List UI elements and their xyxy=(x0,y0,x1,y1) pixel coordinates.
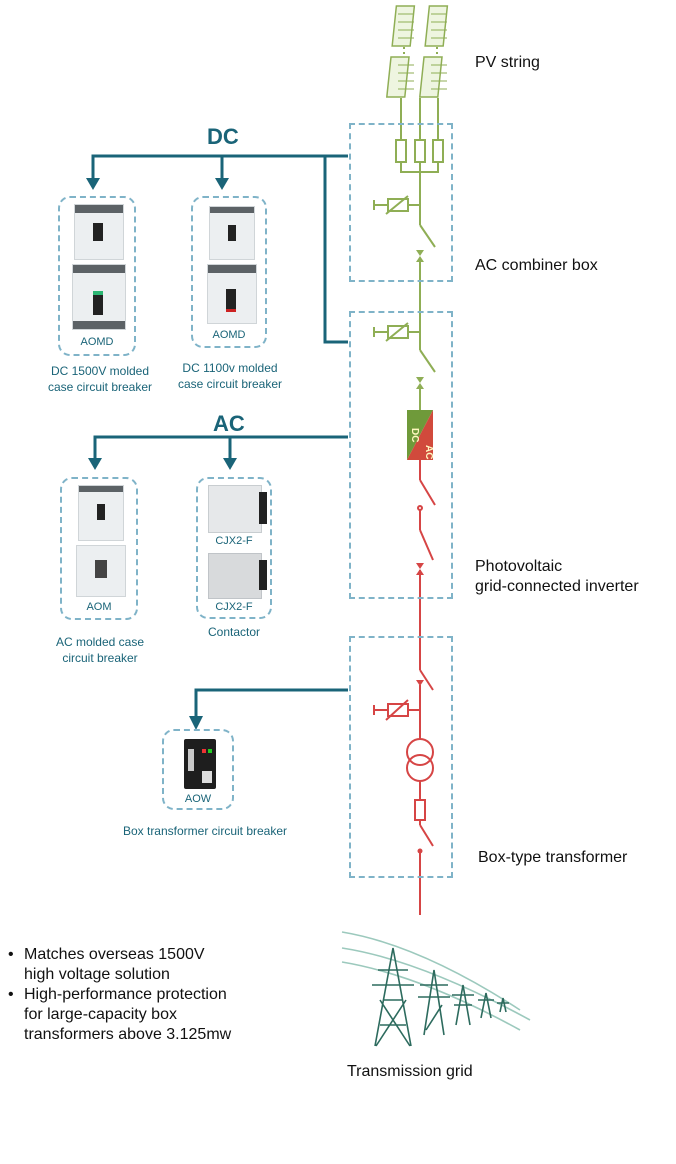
product-model: CJX2-F xyxy=(215,601,253,613)
ac-combiner-box-label: AC combiner box xyxy=(475,257,598,274)
dc-branch-title: DC xyxy=(207,124,239,149)
product-caption: Box transformer circuit breaker xyxy=(122,824,288,838)
product-card-cjx2-f[interactable]: CJX2-F CJX2-F xyxy=(196,477,272,619)
product-model: AOMD xyxy=(80,336,114,348)
contactor-image xyxy=(208,553,267,599)
ac-circuit xyxy=(373,460,436,915)
product-card-aomd-1100v[interactable]: AOMD xyxy=(191,196,267,348)
box-transformer-label: Box-type transformer xyxy=(478,849,628,866)
pv-grid-lines xyxy=(398,13,447,90)
ac-combiner-box-frame xyxy=(349,123,453,282)
svg-text:AC: AC xyxy=(423,445,434,459)
breaker-image xyxy=(78,485,124,541)
product-caption: AC molded case circuit breaker xyxy=(55,635,145,665)
breaker-image xyxy=(209,206,255,260)
branch-lines xyxy=(91,154,348,718)
product-model: CJX2-F xyxy=(215,535,253,547)
transmission-grid-label: Transmission grid xyxy=(347,1063,473,1080)
product-card-aomd-1500v[interactable]: AOMD xyxy=(58,196,136,356)
arrow-icons xyxy=(86,178,237,730)
transformer-frame xyxy=(349,636,453,878)
product-card-aom[interactable]: AOM xyxy=(60,477,138,620)
product-card-aow[interactable]: AOW xyxy=(162,729,234,810)
contactor-image xyxy=(208,485,267,533)
pv-panel-icon xyxy=(385,5,449,98)
svg-text:DC: DC xyxy=(409,428,420,442)
product-model: AOW xyxy=(184,793,212,805)
product-caption: Contactor xyxy=(207,625,261,639)
product-caption: DC 1100v molded case circuit breaker xyxy=(177,361,283,391)
inverter-icon: DC AC xyxy=(407,410,434,460)
ac-branch-title: AC xyxy=(213,411,245,436)
breaker-image xyxy=(207,264,257,324)
product-model: AOM xyxy=(86,601,112,613)
disconnect-marker xyxy=(416,250,424,389)
air-breaker-image xyxy=(184,739,216,789)
product-caption: DC 1500V molded case circuit breaker xyxy=(47,364,153,394)
breaker-image xyxy=(76,545,126,597)
inverter-label: Photovoltaic grid-connected inverter xyxy=(475,558,639,595)
breaker-image xyxy=(72,264,126,330)
dc-circuit xyxy=(373,98,444,410)
pv-string-label: PV string xyxy=(475,54,540,71)
inverter-frame xyxy=(349,311,453,599)
product-model: AOMD xyxy=(212,329,246,341)
breaker-image xyxy=(74,204,124,260)
transmission-tower-icon xyxy=(341,931,531,1047)
